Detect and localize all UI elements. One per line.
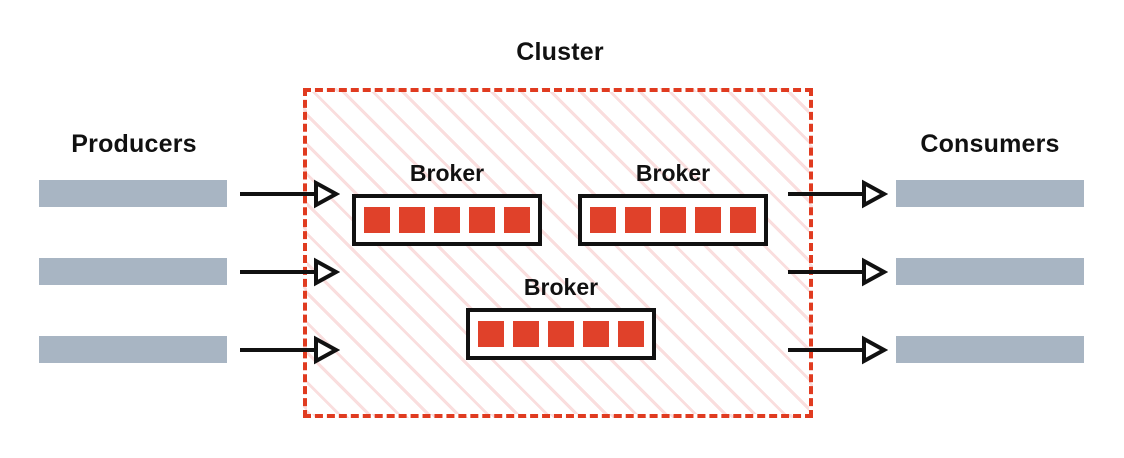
arrow-right-icon (240, 179, 340, 209)
consumer-arrow-2 (788, 257, 888, 287)
partition (548, 321, 574, 347)
broker-3: Broker (466, 274, 656, 360)
arrow-right-icon (240, 335, 340, 365)
producer-bar-2 (39, 258, 227, 285)
consumer-arrow-3 (788, 335, 888, 365)
partition (469, 207, 495, 233)
consumer-bar-3 (896, 336, 1084, 363)
consumer-arrow-1 (788, 179, 888, 209)
partition (434, 207, 460, 233)
arrow-right-icon (788, 179, 888, 209)
broker-2-label: Broker (635, 160, 711, 186)
consumers-title: Consumers (920, 130, 1060, 158)
broker-2: Broker (578, 160, 768, 246)
broker-2-partitions (578, 194, 768, 246)
cluster-boundary (303, 88, 813, 418)
producer-arrow-2 (240, 257, 340, 287)
consumer-bar-2 (896, 258, 1084, 285)
broker-1-partitions (352, 194, 542, 246)
partition (478, 321, 504, 347)
partition (364, 207, 390, 233)
partition (625, 207, 651, 233)
producers-title: Producers (71, 130, 197, 158)
partition (583, 321, 609, 347)
partition (618, 321, 644, 347)
partition (504, 207, 530, 233)
partition (730, 207, 756, 233)
producer-bar-1 (39, 180, 227, 207)
arrow-right-icon (788, 335, 888, 365)
producer-arrow-3 (240, 335, 340, 365)
broker-1: Broker (352, 160, 542, 246)
partition (399, 207, 425, 233)
consumer-bar-1 (896, 180, 1084, 207)
producer-arrow-1 (240, 179, 340, 209)
partition (590, 207, 616, 233)
cluster-title: Cluster (516, 38, 604, 66)
partition (660, 207, 686, 233)
producer-bar-3 (39, 336, 227, 363)
arrow-right-icon (788, 257, 888, 287)
broker-3-partitions (466, 308, 656, 360)
arrow-right-icon (240, 257, 340, 287)
broker-1-label: Broker (409, 160, 485, 186)
partition (513, 321, 539, 347)
broker-3-label: Broker (523, 274, 599, 300)
partition (695, 207, 721, 233)
